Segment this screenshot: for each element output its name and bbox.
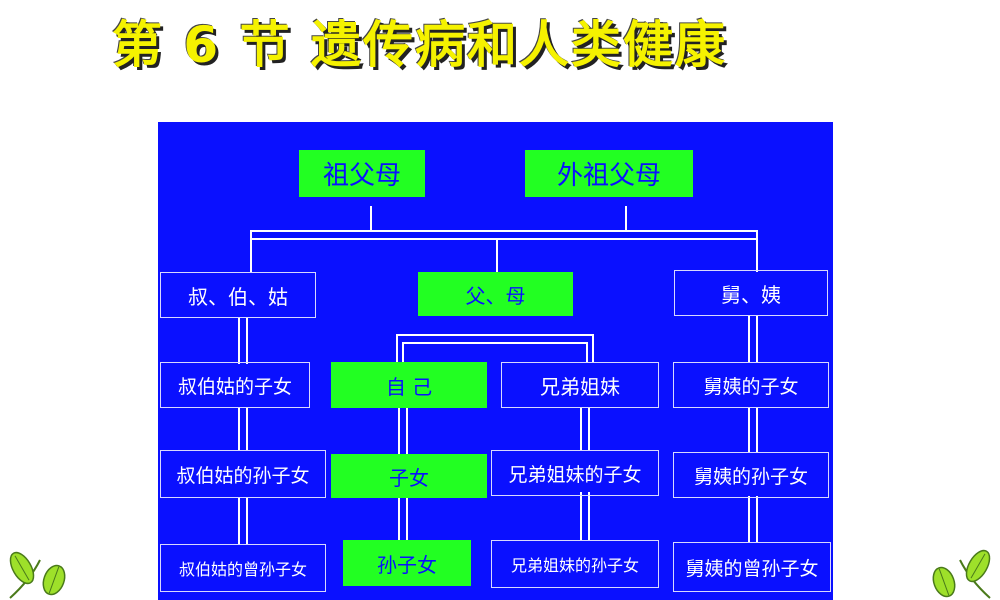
connector-line [398, 498, 400, 540]
connector-line [238, 408, 240, 450]
connector-line [396, 334, 592, 336]
box-siblings-children: 兄弟姐妹的子女 [491, 450, 659, 496]
connector-line [398, 408, 400, 454]
kinship-chart: 祖父母 外祖父母 叔、伯、姑 父、母 舅、姨 叔伯姑的子女 自 己 兄弟姐妹 舅… [158, 122, 833, 600]
connector-line [246, 408, 248, 450]
connector-line [580, 408, 582, 450]
connector-line [238, 318, 240, 364]
connector-line [496, 238, 498, 272]
connector-line [756, 408, 758, 452]
box-cousins-paternal-grandchildren: 叔伯姑的孙子女 [160, 450, 326, 498]
connector-line [246, 318, 248, 364]
box-cousins-maternal: 舅姨的子女 [673, 362, 829, 408]
box-cousins-paternal-great-grandchildren: 叔伯姑的曾孙子女 [160, 544, 326, 592]
box-parents: 父、母 [418, 272, 573, 316]
connector-line [402, 342, 404, 362]
connector-line [748, 496, 750, 542]
connector-line [756, 316, 758, 362]
box-cousins-paternal: 叔伯姑的子女 [160, 362, 310, 408]
connector-line [748, 408, 750, 452]
connector-line [588, 492, 590, 540]
connector-line [402, 342, 586, 344]
box-cousins-maternal-great-grandchildren: 舅姨的曾孙子女 [673, 542, 831, 592]
slide-title: 第 6 节 遗传病和人类健康 [112, 16, 728, 74]
box-children: 子女 [331, 454, 487, 498]
connector-line [250, 238, 758, 240]
box-grandparents-paternal: 祖父母 [299, 150, 425, 197]
leaf-decoration-icon [932, 549, 991, 599]
connector-line [586, 342, 588, 362]
box-siblings-grandchildren: 兄弟姐妹的孙子女 [491, 540, 659, 588]
connector-line [756, 496, 758, 542]
connector-line [370, 206, 372, 232]
connector-line [246, 498, 248, 544]
connector-line [592, 334, 594, 362]
connector-line [588, 408, 590, 450]
box-grandparents-maternal: 外祖父母 [525, 150, 693, 197]
connector-line [625, 206, 627, 232]
box-uncles-aunts-paternal: 叔、伯、姑 [160, 272, 316, 318]
box-siblings: 兄弟姐妹 [501, 362, 659, 408]
connector-line [250, 230, 252, 272]
connector-line [580, 492, 582, 540]
box-self: 自 己 [331, 362, 487, 408]
leaf-decoration-icon [9, 551, 66, 599]
connector-line [756, 230, 758, 272]
connector-line [406, 408, 408, 454]
box-cousins-maternal-grandchildren: 舅姨的孙子女 [673, 452, 829, 498]
connector-line [250, 230, 758, 232]
connector-line [396, 334, 398, 362]
connector-line [748, 316, 750, 362]
connector-line [406, 498, 408, 540]
box-uncles-aunts-maternal: 舅、姨 [674, 270, 828, 316]
box-grandchildren: 孙子女 [343, 540, 471, 586]
connector-line [238, 498, 240, 544]
